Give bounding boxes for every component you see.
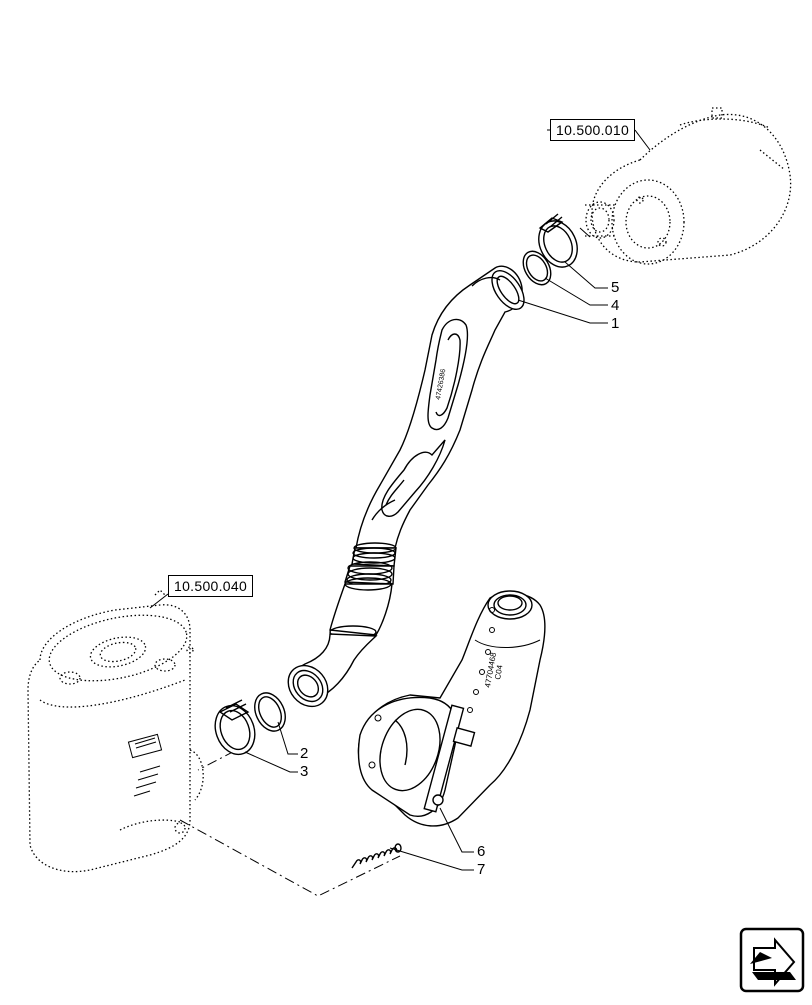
leader-lines — [149, 129, 651, 871]
next-page-arrow-icon[interactable] — [739, 927, 805, 993]
upper-unit-outline — [585, 107, 792, 265]
ring-part-4 — [522, 250, 552, 286]
spring-part-7 — [351, 843, 402, 869]
spring-axis-line — [179, 819, 401, 897]
callout-4: 4 — [611, 297, 620, 314]
callout-5: 5 — [611, 279, 620, 296]
callout-1: 1 — [611, 315, 620, 332]
pipe-part-1: 47426386 — [355, 265, 525, 549]
lower-right-housing: 47704468 C04 — [357, 590, 546, 827]
upper-axis-line — [579, 227, 591, 238]
pipe-lower-elbow — [287, 633, 378, 708]
callout-6: 6 — [477, 843, 486, 860]
lower-unit-outline — [27, 589, 204, 873]
flex-bellows — [329, 542, 397, 639]
clamp-part-5 — [538, 213, 578, 268]
clamp-part-3 — [214, 699, 256, 756]
callout-3: 3 — [300, 763, 309, 780]
callout-2: 2 — [300, 745, 309, 762]
reference-label-left[interactable]: 10.500.040 — [168, 575, 254, 597]
callout-7: 7 — [477, 861, 486, 878]
svg-text:C04: C04 — [493, 664, 505, 681]
reference-label-top[interactable]: 10.500.010 — [550, 119, 636, 141]
ring-part-2 — [254, 692, 286, 732]
